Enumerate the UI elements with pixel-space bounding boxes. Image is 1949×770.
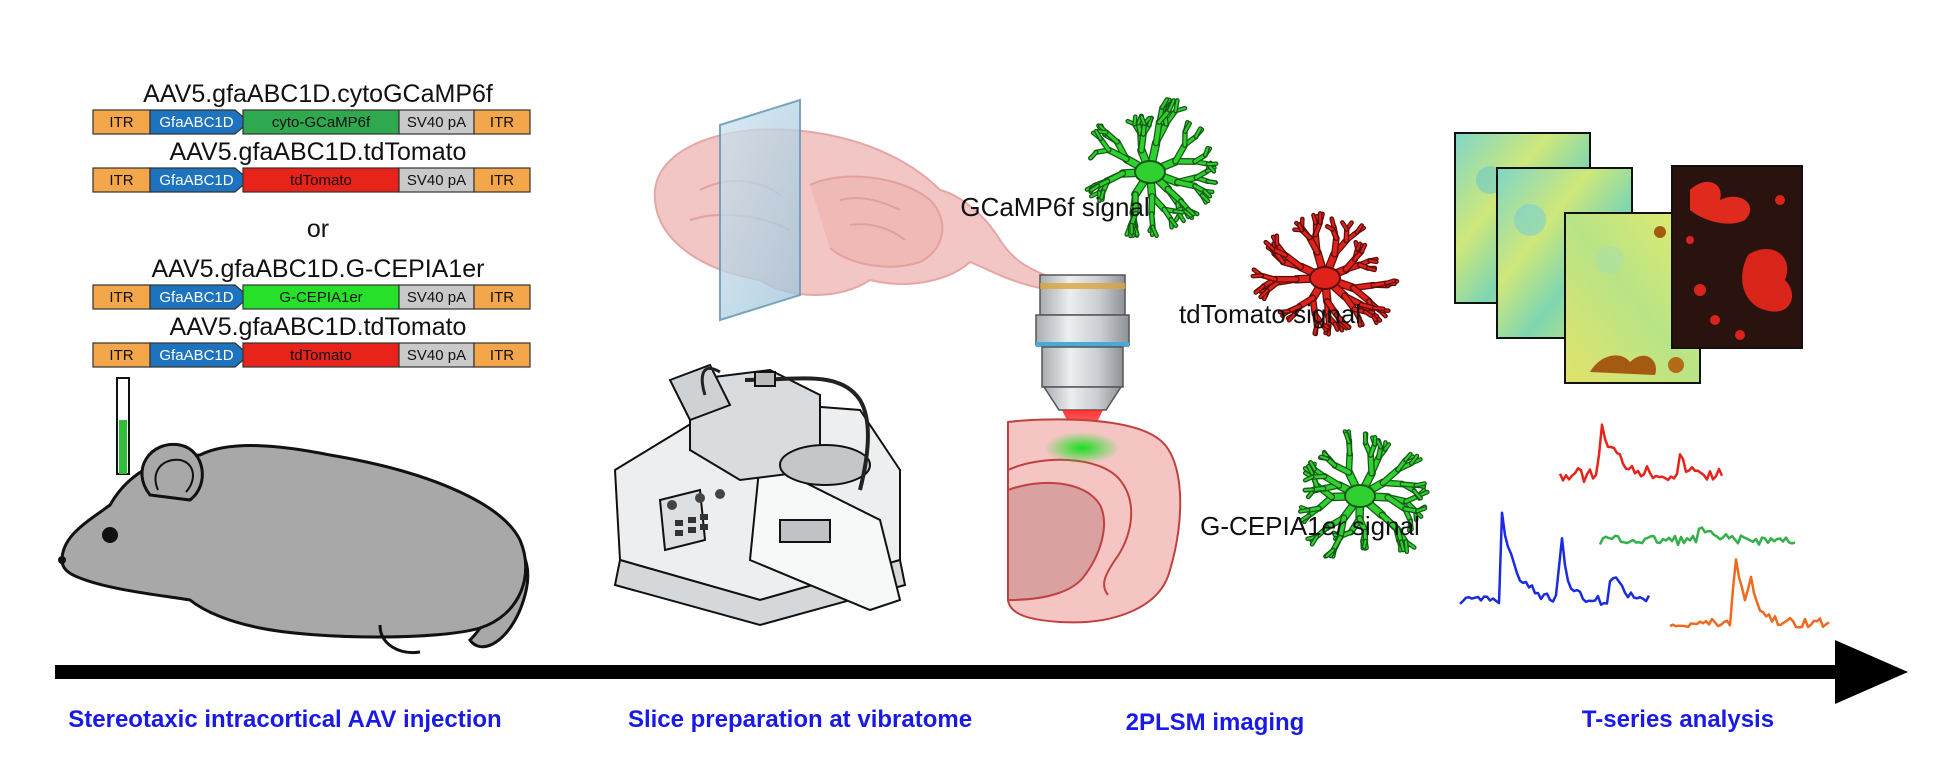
polya-segment-label: SV40 pA: [407, 347, 466, 364]
tdtomato-astrocyte-illustration: [1250, 211, 1400, 337]
polya-segment-label: SV40 pA: [407, 114, 466, 131]
polya-segment: [398, 167, 475, 193]
step-label-slicing: Slice preparation at vibratome: [628, 706, 972, 733]
itr-left-segment-label: ITR: [109, 172, 133, 189]
itr-right-segment-label: ITR: [490, 289, 514, 306]
itr-right-segment-label: ITR: [490, 172, 514, 189]
step-label-imaging: 2PLSM imaging: [1126, 709, 1305, 736]
insert-segment-label: tdTomato: [290, 347, 352, 364]
itr-left-segment: [92, 109, 151, 135]
brain-slice-plane-illustration: [653, 98, 1057, 322]
promoter-segment: [149, 342, 250, 368]
mouse-illustration: [58, 377, 530, 655]
trace-blue: [1459, 511, 1651, 606]
cepia-astrocyte-illustration: [1298, 429, 1430, 559]
polya-segment: [398, 342, 475, 368]
insert-segment: [242, 109, 400, 135]
itr-right-segment-label: ITR: [490, 347, 514, 364]
step-label-injection: Stereotaxic intracortical AAV injection: [68, 706, 501, 733]
cepia-signal-label: G-CEPIA1er signal: [1200, 511, 1420, 541]
insert-segment-label: G-CEPIA1er: [279, 289, 362, 306]
imaging-frames-stack: [1454, 132, 1803, 384]
step-label-analysis: T-series analysis: [1582, 706, 1774, 733]
calcium-traces: [1459, 423, 1830, 629]
gcamp-signal-label: GCaMP6f signal: [960, 192, 1149, 222]
vibratome-illustration: [613, 363, 907, 627]
itr-right-segment-label: ITR: [490, 114, 514, 131]
trace-green: [1598, 526, 1796, 547]
timeline-arrow: [55, 640, 1908, 704]
polya-segment-label: SV40 pA: [407, 289, 466, 306]
itr-right-segment: [473, 167, 531, 193]
itr-right-segment: [473, 284, 531, 310]
itr-right-segment: [473, 109, 531, 135]
itr-left-segment-label: ITR: [109, 347, 133, 364]
trace-orange: [1669, 558, 1830, 629]
objective-lens-illustration: [1035, 274, 1130, 452]
promoter-segment-label: GfaABC1D: [159, 114, 233, 131]
promoter-segment: [149, 284, 250, 310]
polya-segment: [398, 284, 475, 310]
promoter-segment-label: GfaABC1D: [159, 172, 233, 189]
construct-title: AAV5.gfaABC1D.tdTomato: [170, 138, 467, 166]
promoter-segment-label: GfaABC1D: [159, 289, 233, 306]
insert-segment: [242, 167, 400, 193]
promoter-segment: [149, 167, 250, 193]
itr-left-segment: [92, 284, 151, 310]
itr-left-segment-label: ITR: [109, 114, 133, 131]
polya-segment-label: SV40 pA: [407, 172, 466, 189]
construct-title: AAV5.gfaABC1D.G-CEPIA1er: [151, 255, 484, 283]
itr-right-segment: [473, 342, 531, 368]
insert-segment: [242, 284, 400, 310]
itr-left-segment-label: ITR: [109, 289, 133, 306]
construct-title: AAV5.gfaABC1D.cytoGCaMP6f: [143, 80, 493, 108]
promoter-segment-label: GfaABC1D: [159, 347, 233, 364]
gcamp-astrocyte-illustration: [1084, 97, 1219, 239]
insert-segment-label: cyto-GCaMP6f: [272, 114, 371, 131]
or-label: or: [307, 215, 329, 243]
construct-title: AAV5.gfaABC1D.tdTomato: [170, 313, 467, 341]
promoter-segment: [149, 109, 250, 135]
tdtomato-imaging-frame: [1671, 165, 1803, 349]
trace-red: [1558, 423, 1724, 484]
insert-segment-label: tdTomato: [290, 172, 352, 189]
tdtomato-signal-label: tdTomato signal: [1179, 299, 1361, 329]
brain-slice-illustration: [1007, 418, 1182, 624]
